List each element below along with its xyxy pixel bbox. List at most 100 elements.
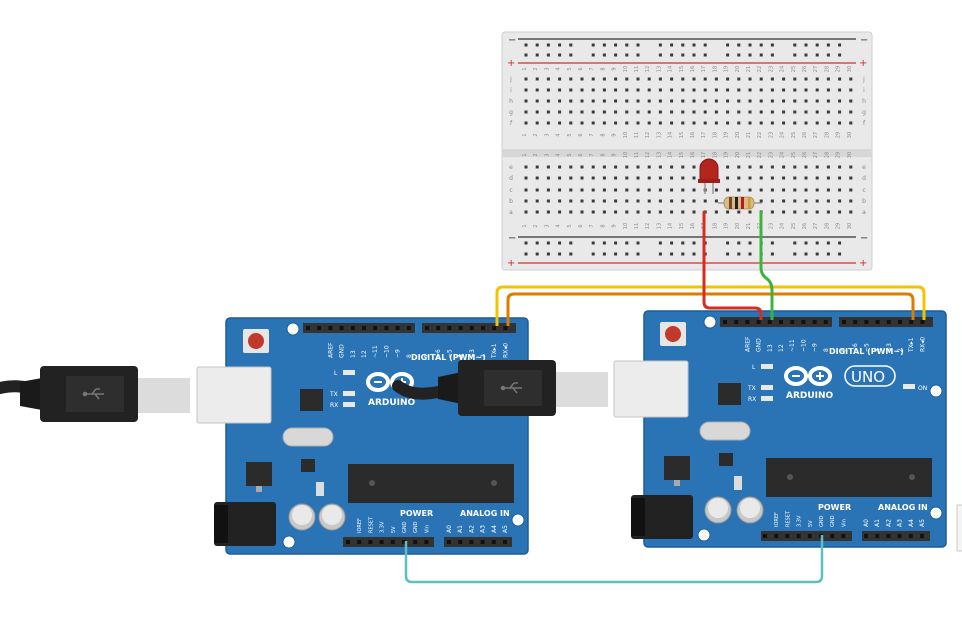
wire-red[interactable] — [702, 211, 763, 320]
power-pin-hole[interactable] — [774, 534, 779, 538]
breadboard-hole[interactable] — [737, 210, 741, 214]
breadboard-hole[interactable] — [770, 99, 774, 103]
breadboard-hole[interactable] — [625, 176, 629, 180]
breadboard-hole[interactable] — [591, 176, 595, 180]
breadboard-hole[interactable] — [804, 110, 808, 114]
breadboard-hole[interactable] — [591, 99, 595, 103]
breadboard-hole[interactable] — [558, 121, 562, 125]
breadboard-hole[interactable] — [681, 188, 685, 192]
breadboard-hole[interactable] — [804, 99, 808, 103]
arduino-left-analog-header[interactable] — [444, 537, 512, 547]
digital-pin-hole[interactable] — [779, 320, 783, 324]
breadboard-hole[interactable] — [759, 77, 763, 81]
breadboard-hole[interactable] — [614, 121, 618, 125]
breadboard-hole[interactable] — [826, 88, 830, 92]
breadboard-hole[interactable] — [580, 210, 584, 214]
breadboard-hole[interactable] — [759, 110, 763, 114]
breadboard-hole[interactable] — [748, 165, 752, 169]
breadboard-hole[interactable] — [782, 99, 786, 103]
breadboard-hole[interactable] — [703, 88, 707, 92]
breadboard-hole[interactable] — [602, 88, 606, 92]
breadboard-hole[interactable] — [770, 77, 774, 81]
breadboard-hole[interactable] — [591, 88, 595, 92]
breadboard-hole[interactable] — [838, 77, 842, 81]
rail-hole[interactable] — [658, 252, 662, 256]
breadboard-hole[interactable] — [602, 121, 606, 125]
arduino-left-digital-header-a[interactable] — [303, 323, 415, 333]
digital-pin-hole[interactable] — [469, 326, 474, 330]
breadboard-hole[interactable] — [580, 99, 584, 103]
rail-hole[interactable] — [770, 252, 774, 256]
power-pin-hole[interactable] — [424, 540, 429, 544]
rail-hole[interactable] — [826, 53, 830, 57]
arduino-left-reset-button[interactable] — [248, 333, 264, 349]
breadboard-hole[interactable] — [524, 88, 528, 92]
breadboard-hole[interactable] — [681, 199, 685, 203]
breadboard-hole[interactable] — [558, 110, 562, 114]
breadboard-hole[interactable] — [558, 188, 562, 192]
breadboard-hole[interactable] — [636, 77, 640, 81]
breadboard-hole[interactable] — [714, 210, 718, 214]
breadboard-hole[interactable] — [558, 165, 562, 169]
rail-hole[interactable] — [614, 241, 618, 245]
power-pin-hole[interactable] — [368, 540, 373, 544]
breadboard-hole[interactable] — [737, 188, 741, 192]
breadboard-hole[interactable] — [692, 99, 696, 103]
rail-hole[interactable] — [670, 53, 674, 57]
power-pin-hole[interactable] — [357, 540, 362, 544]
rail-hole[interactable] — [625, 43, 629, 47]
breadboard-hole[interactable] — [591, 77, 595, 81]
digital-pin-hole[interactable] — [790, 320, 795, 324]
breadboard-hole[interactable] — [636, 99, 640, 103]
breadboard-hole[interactable] — [658, 121, 662, 125]
wire-yellow[interactable] — [495, 285, 926, 326]
digital-pin-hole[interactable] — [767, 320, 772, 324]
breadboard-hole[interactable] — [580, 188, 584, 192]
power-pin-hole[interactable] — [390, 540, 395, 544]
breadboard-hole[interactable] — [524, 99, 528, 103]
breadboard-hole[interactable] — [815, 77, 819, 81]
breadboard-hole[interactable] — [726, 165, 730, 169]
breadboard-hole[interactable] — [625, 99, 629, 103]
breadboard-hole[interactable] — [759, 121, 763, 125]
breadboard-hole[interactable] — [782, 188, 786, 192]
rail-hole[interactable] — [770, 43, 774, 47]
rail-hole[interactable] — [838, 241, 842, 245]
analog-pin-hole[interactable] — [447, 540, 451, 544]
breadboard-hole[interactable] — [759, 99, 763, 103]
breadboard-hole[interactable] — [849, 199, 853, 203]
rail-hole[interactable] — [636, 241, 640, 245]
breadboard-hole[interactable] — [614, 77, 618, 81]
breadboard-hole[interactable] — [681, 165, 685, 169]
breadboard-hole[interactable] — [658, 88, 662, 92]
breadboard-hole[interactable] — [726, 88, 730, 92]
breadboard-hole[interactable] — [591, 121, 595, 125]
breadboard-hole[interactable] — [591, 210, 595, 214]
breadboard-hole[interactable] — [726, 121, 730, 125]
digital-pin-hole[interactable] — [801, 320, 806, 324]
breadboard-hole[interactable] — [726, 210, 730, 214]
breadboard-hole[interactable] — [726, 188, 730, 192]
breadboard-hole[interactable] — [770, 88, 774, 92]
rail-hole[interactable] — [793, 252, 797, 256]
breadboard-hole[interactable] — [804, 176, 808, 180]
rail-hole[interactable] — [804, 241, 808, 245]
breadboard-hole[interactable] — [714, 110, 718, 114]
breadboard-hole[interactable] — [625, 165, 629, 169]
breadboard-hole[interactable] — [692, 210, 696, 214]
digital-pin-hole[interactable] — [875, 320, 880, 324]
rail-hole[interactable] — [737, 252, 741, 256]
digital-pin-hole[interactable] — [823, 320, 828, 324]
breadboard-hole[interactable] — [636, 110, 640, 114]
breadboard-hole[interactable] — [737, 121, 741, 125]
rail-hole[interactable] — [692, 252, 696, 256]
breadboard-hole[interactable] — [838, 121, 842, 125]
resistor-component[interactable] — [718, 196, 762, 210]
digital-pin-hole[interactable] — [436, 326, 441, 330]
breadboard-hole[interactable] — [636, 188, 640, 192]
analog-pin-hole[interactable] — [458, 540, 463, 544]
breadboard-hole[interactable] — [748, 88, 752, 92]
digital-pin-hole[interactable] — [306, 326, 310, 330]
breadboard-hole[interactable] — [647, 176, 651, 180]
